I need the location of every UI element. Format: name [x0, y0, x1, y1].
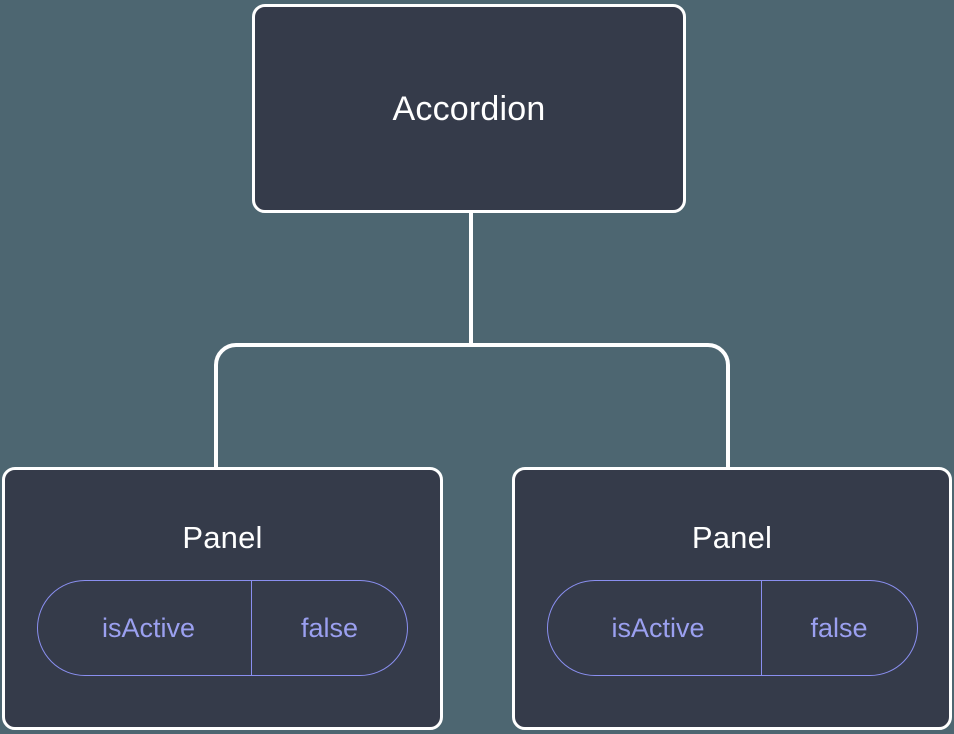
state-pill-value: false — [810, 612, 868, 643]
state-pill-key: isActive — [548, 581, 762, 675]
node-panel-1[interactable]: Panel isActive false — [2, 467, 443, 730]
node-panel-2-title: Panel — [691, 520, 773, 555]
state-pill-value: false — [300, 612, 359, 643]
state-pill-panel-1[interactable]: isActive false — [37, 580, 408, 676]
connector-right-branch — [471, 343, 730, 469]
node-accordion-title: Accordion — [392, 89, 546, 128]
node-accordion[interactable]: Accordion — [252, 4, 686, 213]
node-panel-2[interactable]: Panel isActive false — [512, 467, 952, 730]
node-panel-1-title: Panel — [182, 520, 263, 555]
connector-left-branch — [214, 343, 471, 469]
state-pill-panel-2[interactable]: isActive false — [546, 580, 918, 676]
state-pill-key: isActive — [38, 581, 252, 675]
